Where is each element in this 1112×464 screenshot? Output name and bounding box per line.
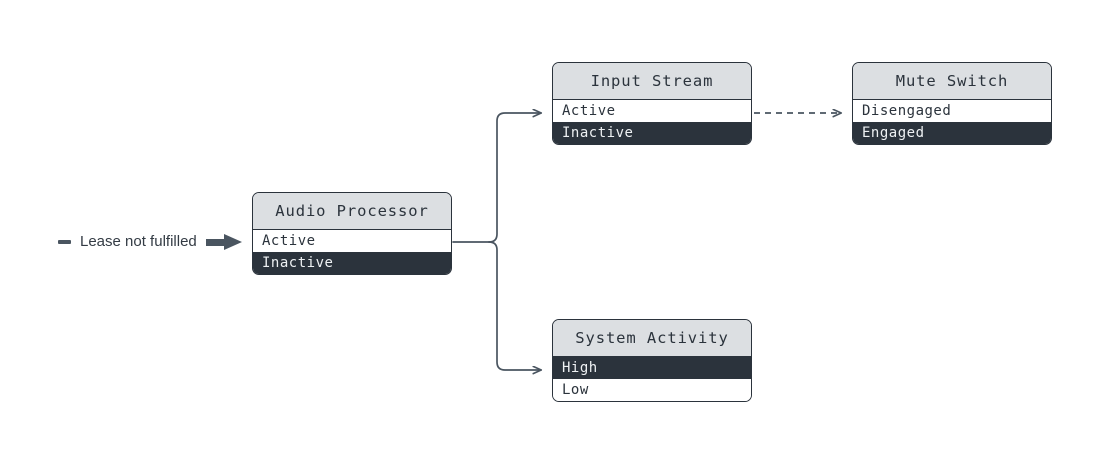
edge-audio-processor-to-input-stream (488, 113, 541, 243)
node-audio-processor-row-active[interactable]: Active (253, 230, 451, 252)
node-system-activity-row-high[interactable]: High (553, 357, 751, 379)
node-input-stream-title: Input Stream (553, 63, 751, 100)
node-audio-processor[interactable]: Audio Processor Active Inactive (252, 192, 452, 275)
edge-audio-processor-to-system-activity (488, 241, 541, 370)
node-mute-switch-row-engaged[interactable]: Engaged (853, 122, 1051, 144)
node-audio-processor-rows: Active Inactive (253, 230, 451, 274)
thick-arrow-right-icon (205, 233, 242, 250)
arrow-shaft (205, 238, 226, 246)
node-system-activity[interactable]: System Activity High Low (552, 319, 752, 402)
node-system-activity-row-low[interactable]: Low (553, 379, 751, 401)
node-input-stream-row-active[interactable]: Active (553, 100, 751, 122)
source-label-text: Lease not fulfilled (80, 233, 197, 250)
arrow-head (223, 233, 242, 250)
node-mute-switch-title: Mute Switch (853, 63, 1051, 100)
node-audio-processor-title: Audio Processor (253, 193, 451, 230)
node-audio-processor-row-inactive[interactable]: Inactive (253, 252, 451, 274)
node-mute-switch[interactable]: Mute Switch Disengaged Engaged (852, 62, 1052, 145)
dash-marker-icon (58, 239, 71, 244)
node-mute-switch-row-disengaged[interactable]: Disengaged (853, 100, 1051, 122)
node-system-activity-rows: High Low (553, 357, 751, 401)
source-label: Lease not fulfilled (58, 233, 242, 250)
node-mute-switch-rows: Disengaged Engaged (853, 100, 1051, 144)
node-input-stream-row-inactive[interactable]: Inactive (553, 122, 751, 144)
node-input-stream-rows: Active Inactive (553, 100, 751, 144)
node-system-activity-title: System Activity (553, 320, 751, 357)
node-input-stream[interactable]: Input Stream Active Inactive (552, 62, 752, 145)
